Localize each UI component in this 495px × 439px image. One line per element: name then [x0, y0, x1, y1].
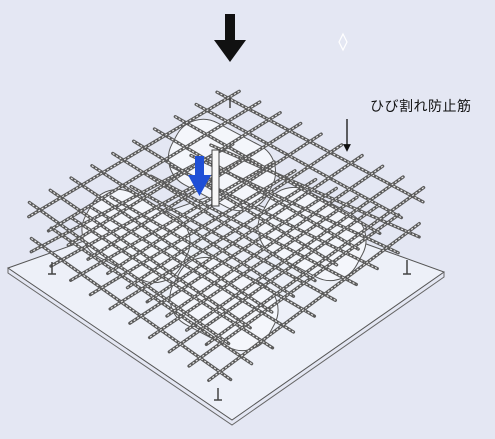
blue-arrow-icon: [188, 156, 211, 196]
rebar-bar-highlight: [216, 91, 424, 203]
load-arrow-icon: [214, 14, 246, 62]
rebar-bar-highlight: [149, 196, 358, 338]
rebar-bar-highlight: [29, 201, 229, 345]
rebar-bar-highlight: [129, 187, 337, 324]
rebar-bar-highlight: [206, 187, 424, 345]
rebar-bar: [207, 222, 421, 382]
rebar-bar-highlight: [188, 214, 399, 367]
rebar-bar-highlight: [195, 103, 402, 219]
support-chair: [214, 388, 222, 401]
rebar-bar-highlight: [146, 155, 363, 303]
support-chair: [48, 262, 56, 275]
rebar-bar-highlight: [48, 101, 261, 232]
rebar-bar: [165, 164, 385, 318]
rebar-bar-highlight: [70, 177, 273, 313]
rebar-bar-highlight: [70, 161, 275, 281]
rebar-bar: [131, 139, 339, 267]
rebar-bar-highlight: [28, 90, 240, 218]
crack-prevention-rebar-label: ひび割れ防止筋: [370, 99, 472, 115]
rebar-bar-highlight: [186, 176, 404, 331]
base-plate-edge: [7, 268, 445, 426]
rebar-bar-highlight: [67, 112, 281, 246]
rebar-bar-highlight: [31, 237, 231, 381]
rebar-bar-highlight: [170, 165, 378, 270]
rebar-bar-highlight: [50, 152, 254, 267]
rebar-bar-highlight: [91, 165, 294, 297]
rebar-bar: [69, 216, 275, 350]
rebar-bar: [111, 151, 317, 283]
rebar-bar-highlight: [107, 133, 322, 274]
rebar-bar-highlight: [127, 144, 343, 289]
rebar-bar-highlight: [154, 128, 359, 250]
spacer-post: [211, 149, 220, 207]
diamond-icon: [338, 32, 348, 52]
rebar-bar-highlight: [174, 116, 381, 234]
support-chair: [403, 260, 411, 275]
rebar-bar-highlight: [50, 227, 252, 365]
rebar-bar: [86, 121, 303, 261]
rebar-upper-grid: [27, 89, 426, 346]
rebar-bar-highlight: [49, 189, 251, 329]
